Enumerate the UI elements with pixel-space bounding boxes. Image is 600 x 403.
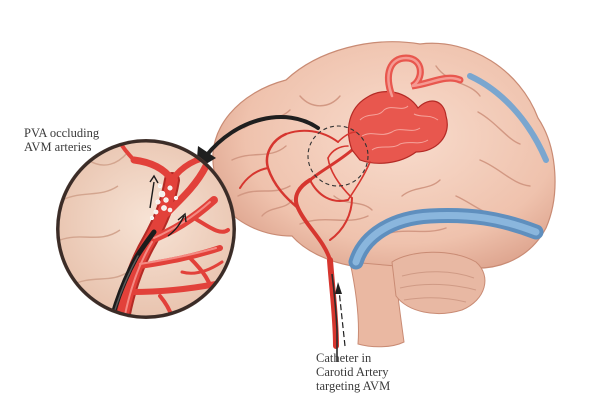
superior-vein xyxy=(467,73,549,163)
catheter-line xyxy=(331,273,338,362)
flow-arrows xyxy=(149,174,187,237)
pva-label: PVA occluding AVM arteries xyxy=(24,126,99,154)
magnified-inset xyxy=(56,139,236,319)
pva-label-line-1: PVA occluding xyxy=(24,126,100,140)
avm-nidus xyxy=(327,54,464,201)
catheter-label-line-3: targeting AVM xyxy=(316,379,391,393)
pva-particles xyxy=(149,183,179,221)
catheter-pointer-arrow xyxy=(335,282,346,347)
catheter-label: Catheter in Carotid Artery targeting AVM xyxy=(316,351,390,393)
catheter-label-line-1: Catheter in xyxy=(316,351,372,365)
brain xyxy=(212,41,556,348)
catheter-label-line-2: Carotid Artery xyxy=(316,365,389,379)
pva-label-line-2: AVM arteries xyxy=(24,140,92,154)
cerebellum xyxy=(391,251,486,314)
magnified-region-outline xyxy=(307,125,369,187)
